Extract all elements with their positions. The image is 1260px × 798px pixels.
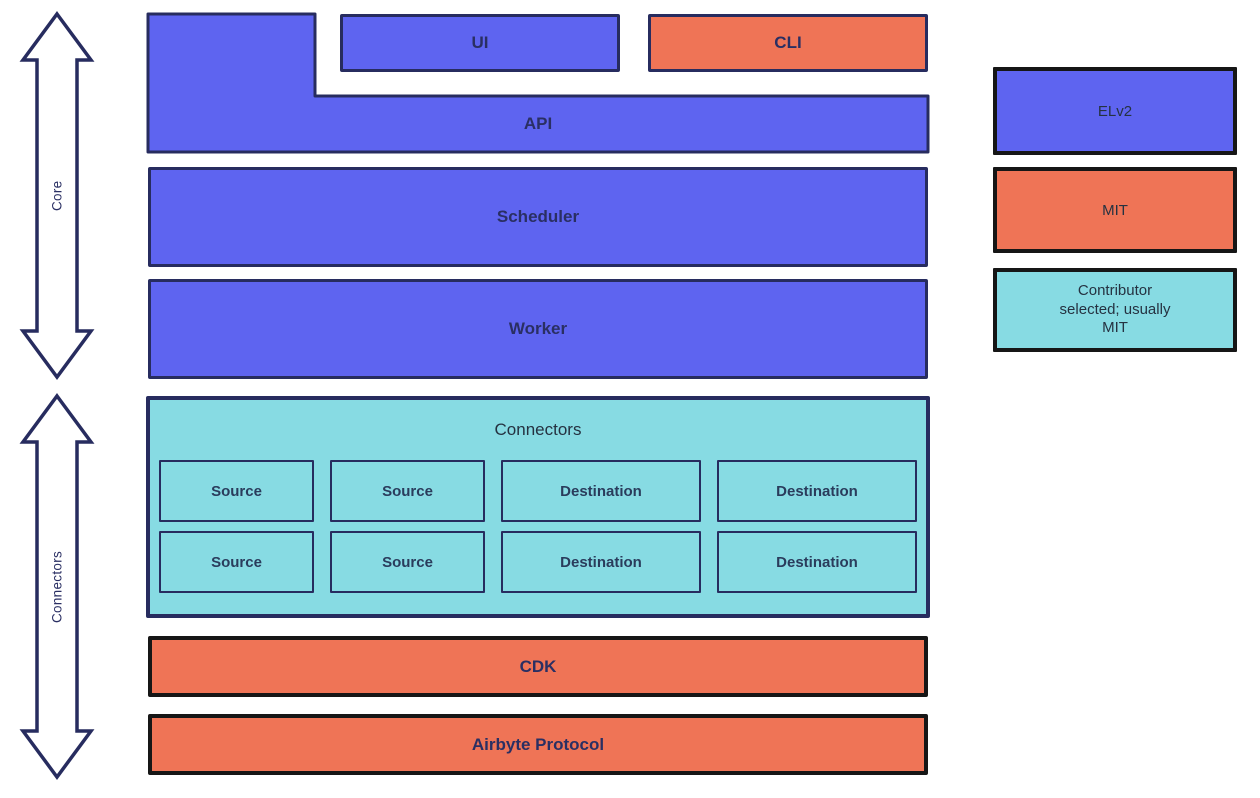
core-double-arrow-icon — [19, 11, 95, 380]
connectors-double-arrow-path — [19, 393, 95, 780]
connectors-block-title: Connectors — [494, 420, 582, 439]
destination-connector-cell: Destination — [717, 531, 917, 593]
source-connector-cell: Source — [159, 531, 314, 593]
api-block-shape — [146, 12, 930, 154]
scheduler-block: Scheduler — [148, 167, 928, 267]
source-connector-cell: Source — [159, 460, 314, 522]
legend-mit: MIT — [993, 167, 1237, 253]
cdk-block: CDK — [148, 636, 928, 697]
airbyte-protocol-block: Airbyte Protocol — [148, 714, 928, 775]
connector-row-1: Source Source Destination Destination — [150, 460, 926, 522]
connectors-group-label: Connectors — [49, 550, 65, 624]
destination-connector-cell: Destination — [717, 460, 917, 522]
cli-block: CLI — [648, 14, 928, 72]
legend-contributor-label: Contributor selected; usually MIT — [1059, 281, 1171, 337]
connector-row-2: Source Source Destination Destination — [150, 531, 926, 593]
destination-connector-cell: Destination — [501, 531, 701, 593]
api-block-path — [146, 12, 930, 154]
source-connector-cell: Source — [330, 531, 485, 593]
legend-contributor: Contributor selected; usually MIT — [993, 268, 1237, 352]
ui-block: UI — [340, 14, 620, 72]
core-double-arrow-path — [19, 11, 95, 380]
connectors-block: Connectors Source Source Destination Des… — [146, 396, 930, 618]
destination-connector-cell: Destination — [501, 460, 701, 522]
worker-block: Worker — [148, 279, 928, 379]
source-connector-cell: Source — [330, 460, 485, 522]
core-group-label: Core — [49, 180, 65, 212]
legend-elv2: ELv2 — [993, 67, 1237, 155]
connectors-double-arrow-icon — [19, 393, 95, 780]
